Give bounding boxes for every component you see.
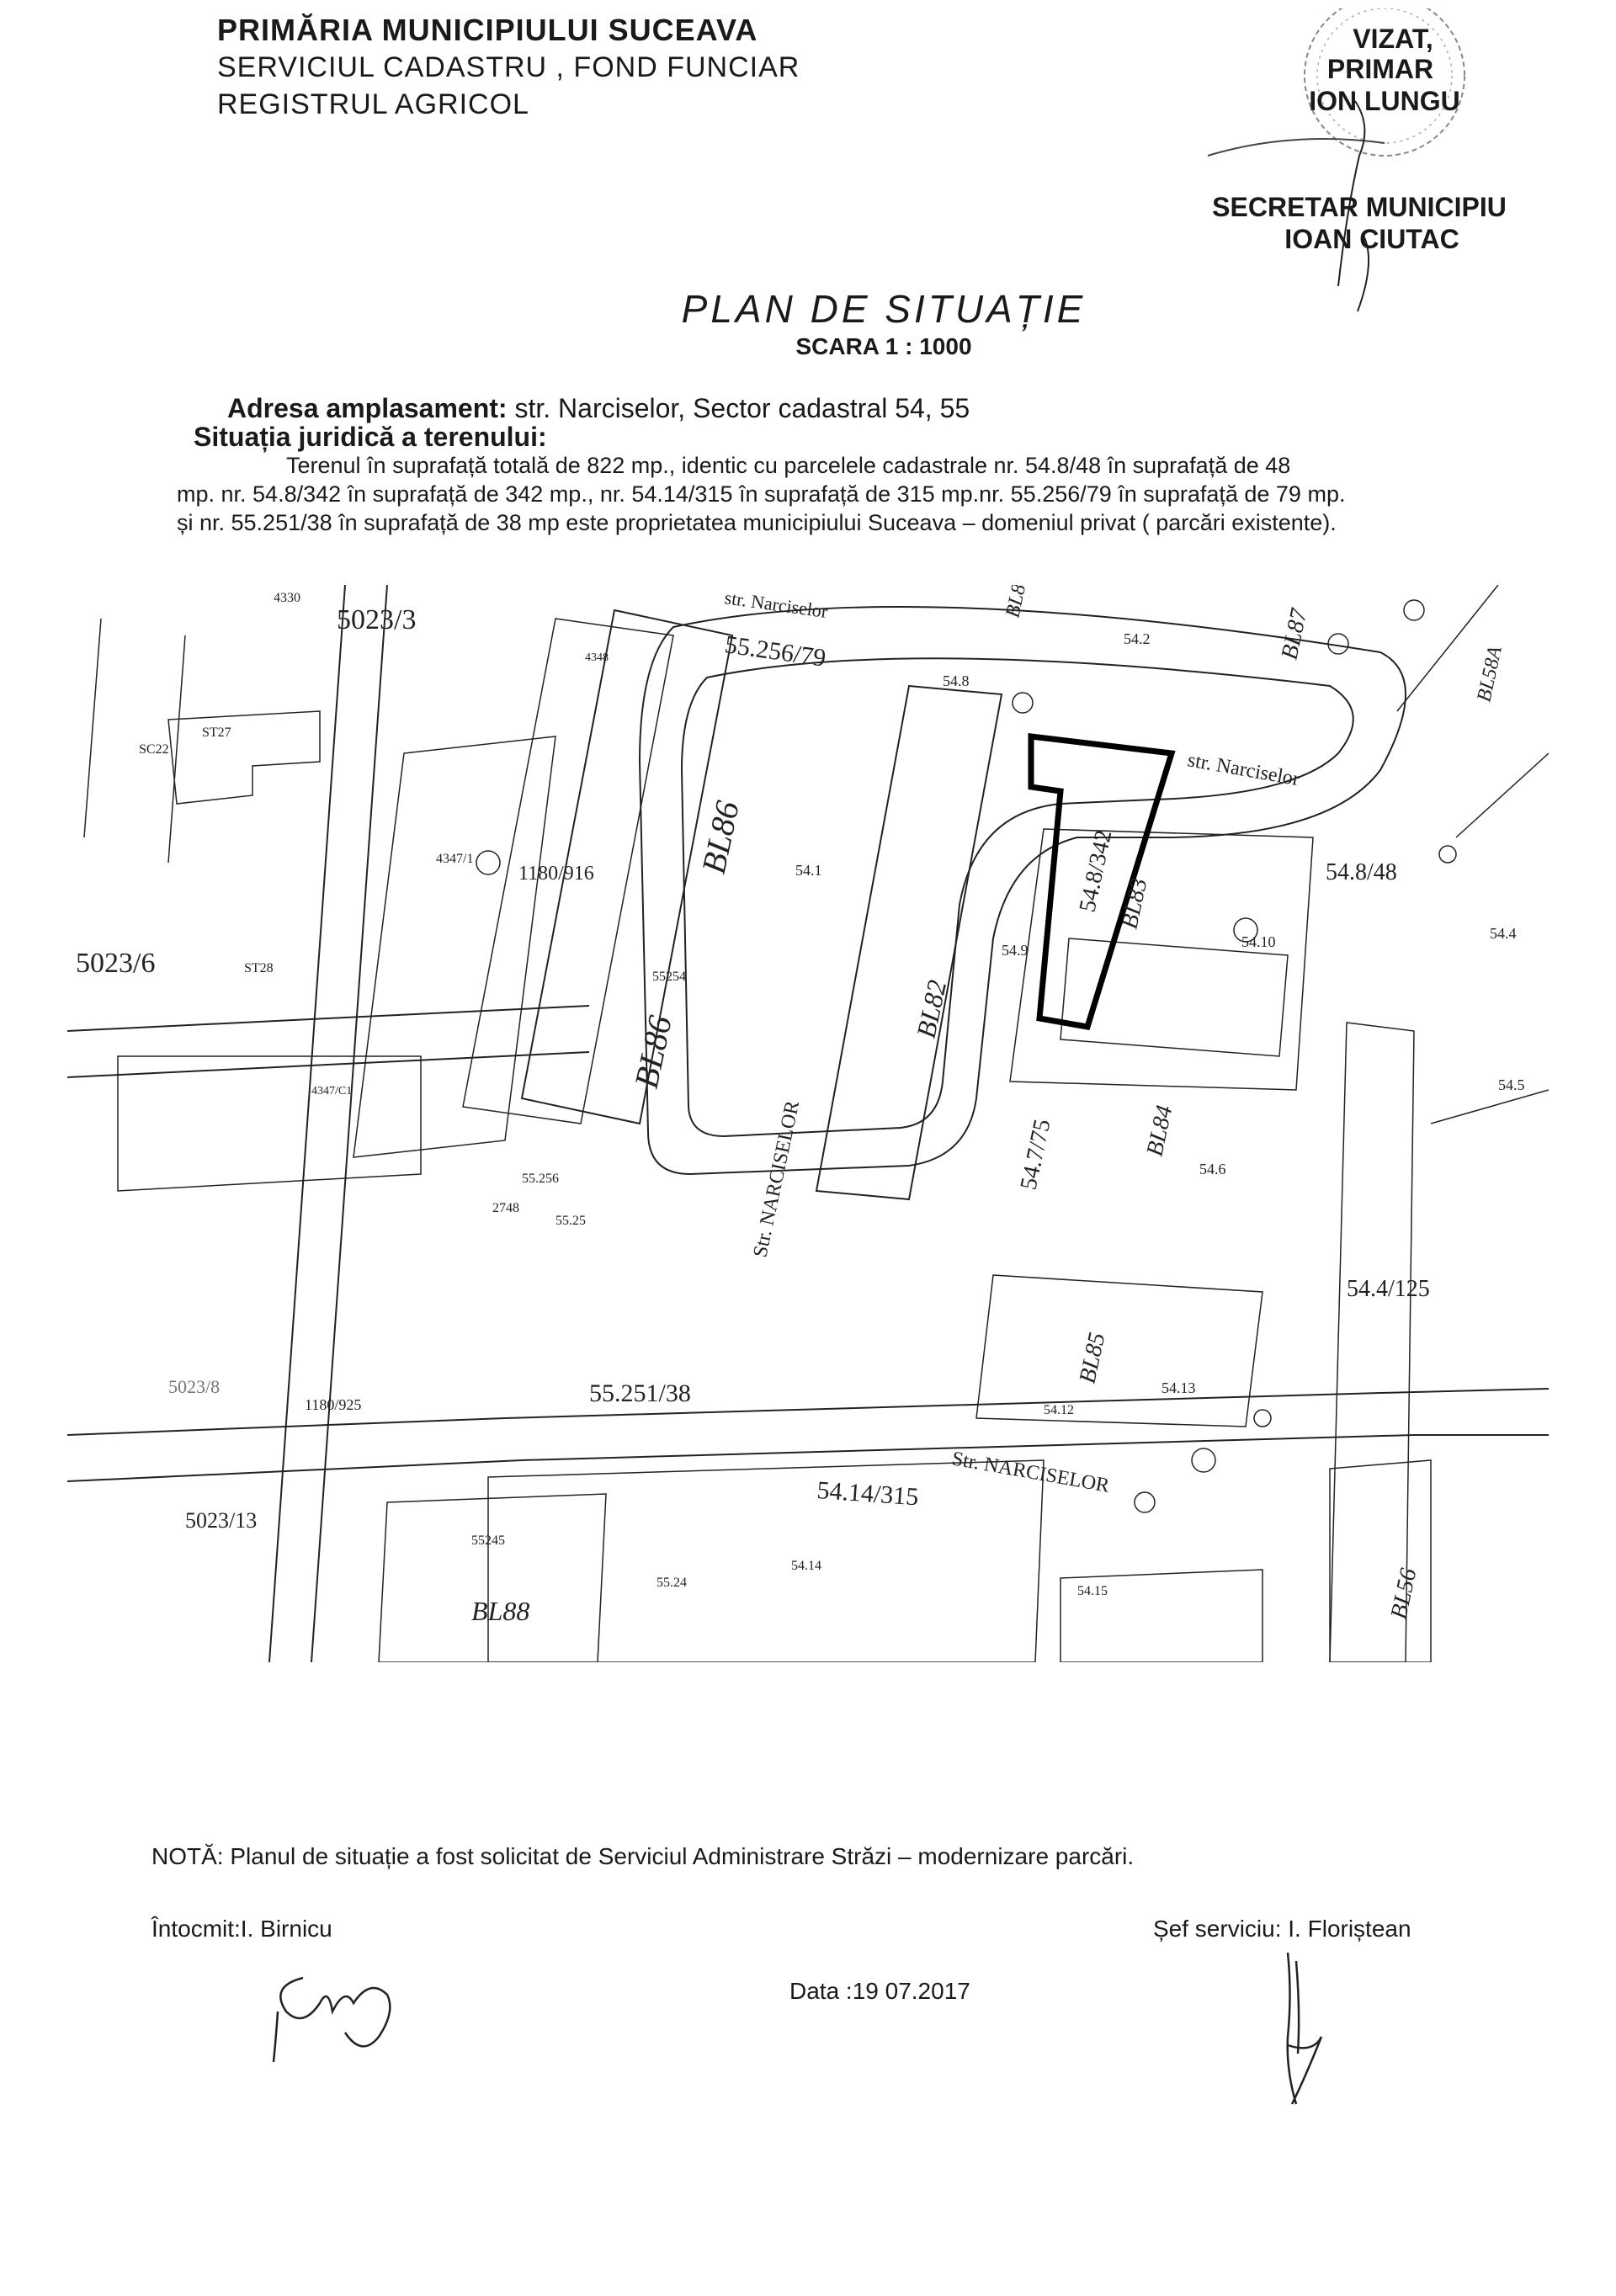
signature-preparer-icon [272,1976,391,2063]
parcel-label: SC22 [139,742,169,757]
parcel-label: 54.12 [1044,1403,1074,1417]
parcel-label: 5023/6 [76,948,155,979]
address-value: str. Narciselor, Sector cadastral 54, 55 [514,393,970,423]
parcel-label: 4347/C1 [311,1085,352,1098]
approval-stamp: VIZAT, PRIMAR ION LUNGU SECRETAR MUNICIP… [1191,8,1536,320]
institution-name: PRIMĂRIA MUNICIPIULUI SUCEAVA [217,13,758,47]
parcel-label: 54.13 [1162,1379,1196,1396]
parcel-label: 54.14 [791,1559,821,1573]
stamp-secretar: SECRETAR MUNICIPIU [1212,192,1507,222]
note: NOTĂ: Planul de situație a fost solicita… [152,1843,1134,1870]
stamp-vizat: VIZAT, [1353,24,1433,54]
document-date: Data :19 07.2017 [789,1978,970,2004]
address-row: Adresa amplasament: str. Narciselor, Sec… [227,394,1591,423]
parcel-label: 54.15 [1077,1584,1108,1598]
site-info: Adresa amplasament: str. Narciselor, Sec… [177,394,1591,537]
parcel-label: 54.1 [795,862,822,879]
parcel-label: 54.4 [1490,925,1517,942]
parcel-label: 4330 [274,591,300,605]
parcel-label: 4348 [585,651,609,664]
parcel-label: 54.5 [1498,1076,1525,1093]
registry-name: REGISTRUL AGRICOL [217,88,529,120]
map-scale: SCARA 1 : 1000 [795,333,972,359]
parcel-label: 1180/916 [518,863,594,885]
building-label: BL88 [471,1596,529,1626]
parcel-label: 55.256 [522,1172,559,1186]
parcel-label: 55.251/38 [589,1379,691,1407]
parcel-label: 55.24 [656,1576,687,1590]
stamp-secretar-name: IOAN CIUTAC [1284,224,1459,254]
parcel-label: 54.10 [1241,933,1276,950]
cadastral-map: 5023/3 5023/6 5023/13 5023/8 55.256/79 5… [67,585,1549,1662]
legal-line-1: Terenul în suprafață totală de 822 mp., … [286,453,1291,478]
parcel-label: 1180/925 [305,1396,361,1413]
institution-header: PRIMĂRIA MUNICIPIULUI SUCEAVA SERVICIUL … [217,12,800,123]
stamp-seal-icon [1207,8,1465,312]
parcel-label: 54.9 [1002,942,1029,959]
legal-text: Terenul în suprafață totală de 822 mp., … [177,451,1591,537]
address-label: Adresa amplasament: [227,393,508,423]
parcel-label: 5023/8 [168,1376,220,1397]
parcel-label: 54.8 [943,672,970,689]
prepared-by: Întocmit:I. Birnicu [152,1916,332,1942]
document-title: PLAN DE SITUAȚIE [681,287,1087,331]
stamp-primar: PRIMAR [1326,54,1434,84]
parcel-label: 54.4/125 [1347,1276,1430,1302]
signature-head-icon [1286,1952,1323,2105]
parcel-label: 54.2 [1124,630,1151,647]
document-title-block: PLAN DE SITUAȚIE SCARA 1 : 1000 [0,286,1616,360]
parcel-label: 54.6 [1199,1161,1226,1177]
legal-line-3: și nr. 55.251/38 în suprafață de 38 mp e… [177,510,1337,535]
parcel-label: 4347/1 [436,852,473,866]
parcel-label: 5023/3 [337,604,416,635]
department-name: SERVICIUL CADASTRU , FOND FUNCIAR [217,51,800,83]
parcel-label: ST28 [244,961,274,975]
stamp-primar-name: ION LUNGU [1309,86,1460,116]
head-of-service: Șef serviciu: I. Floriștean [1153,1916,1411,1942]
parcel-label: 5023/13 [185,1508,257,1533]
parcel-label: 55254 [652,970,686,984]
legal-label: Situația juridică a terenului: [194,422,547,452]
note-text: Planul de situație a fost solicitat de S… [230,1843,1135,1869]
parcel-label: 2748 [492,1201,519,1215]
parcel-label: 55245 [471,1533,505,1548]
parcel-label: 55.25 [556,1214,586,1228]
parcel-label: ST27 [202,725,231,740]
legal-line-2: mp. nr. 54.8/342 în suprafață de 342 mp.… [177,481,1346,507]
note-label: NOTĂ: [152,1843,224,1869]
parcel-label: 54.8/48 [1326,859,1397,885]
